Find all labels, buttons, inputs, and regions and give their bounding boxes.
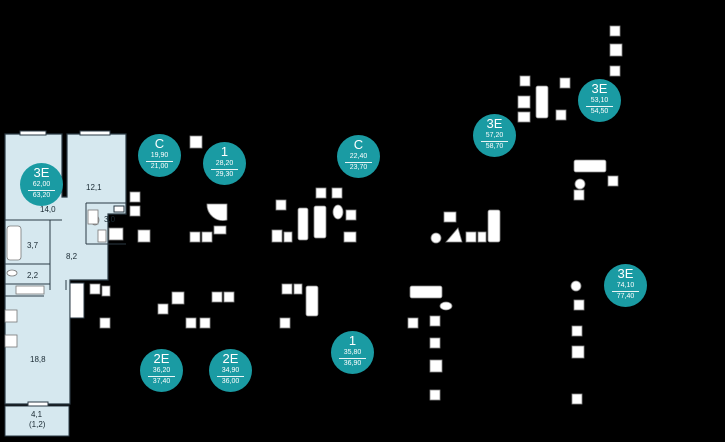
apartment-type: 3E <box>33 165 50 180</box>
apartment-area-total: 58,70 <box>485 143 504 150</box>
apartment-area-total: 29,30 <box>215 171 234 178</box>
apartment-area-living: 35,80 <box>339 348 366 359</box>
room-area-label: 14,0 <box>40 205 56 214</box>
apartment-area-total: 36,90 <box>343 360 362 367</box>
apartment-type: С <box>353 137 364 152</box>
balcony <box>4 405 70 437</box>
apartment-area-living: 28,20 <box>211 159 238 170</box>
room-area-label: 3,7 <box>27 241 39 250</box>
apartment-area-total: 37,40 <box>152 378 171 385</box>
room-area-label: 12,1 <box>86 183 102 192</box>
apartment-type: 2E <box>222 351 239 366</box>
room-area-label: 4,1 <box>31 410 43 419</box>
apartment-type: 3E <box>617 266 634 281</box>
apartment-badge-3e-53[interactable]: 3E 53,10 54,50 <box>578 79 621 122</box>
room-area-label: 2,2 <box>27 271 39 280</box>
apartment-badge-2e-34[interactable]: 2E 34,90 36,00 <box>209 349 252 392</box>
apartment-area-total: 36,00 <box>221 378 240 385</box>
interior-walls <box>5 202 126 297</box>
apartment-area-living: 22,40 <box>345 152 372 163</box>
apartment-area-total: 63,20 <box>32 192 51 199</box>
apartment-type: 3E <box>591 81 608 96</box>
apartment-badge-1-28[interactable]: 1 28,20 29,30 <box>203 142 246 185</box>
apartment-area-total: 54,50 <box>590 108 609 115</box>
apartment-area-total: 77,40 <box>616 293 635 300</box>
apartment-badge-3e-57[interactable]: 3E 57,20 58,70 <box>473 114 516 157</box>
apartment-badge-c-22[interactable]: С 22,40 23,70 <box>337 135 380 178</box>
other-fixtures <box>89 25 623 405</box>
room-area-label: 8,2 <box>66 252 78 261</box>
room-area-label: 18,8 <box>30 355 46 364</box>
apartment-area-living: 34,90 <box>217 366 244 377</box>
apartment-type: С <box>154 136 165 151</box>
apartment-area-living: 57,20 <box>481 131 508 142</box>
apartment-badge-2e-36[interactable]: 2E 36,20 37,40 <box>140 349 183 392</box>
apartment-area-living: 62,00 <box>28 180 55 191</box>
apartment-area-total: 23,70 <box>349 164 368 171</box>
apartment-area-living: 74,10 <box>612 281 639 292</box>
apartment-area-total: 21,00 <box>150 163 169 170</box>
apartment-area-living: 53,10 <box>586 96 613 107</box>
apartment-area-living: 36,20 <box>148 366 175 377</box>
apartment-type: 2E <box>153 351 170 366</box>
apartment-badge-1-35[interactable]: 1 35,80 36,90 <box>331 331 374 374</box>
apartment-badge-3e-74[interactable]: 3E 74,10 77,40 <box>604 264 647 307</box>
apartment-type: 1 <box>348 333 357 348</box>
bath-fixtures <box>4 209 124 348</box>
room-area-label: (1,2) <box>29 420 46 429</box>
windows <box>19 130 125 407</box>
apartment-badge-3e-62[interactable]: 3E 62,00 63,20 <box>20 163 63 206</box>
apartment-badge-c-19[interactable]: С 19,90 21,00 <box>138 134 181 177</box>
room-area-label: 3,0 <box>104 215 116 224</box>
apartment-type: 3E <box>486 116 503 131</box>
apartment-type: 1 <box>220 144 229 159</box>
apartment-area-living: 19,90 <box>146 151 173 162</box>
